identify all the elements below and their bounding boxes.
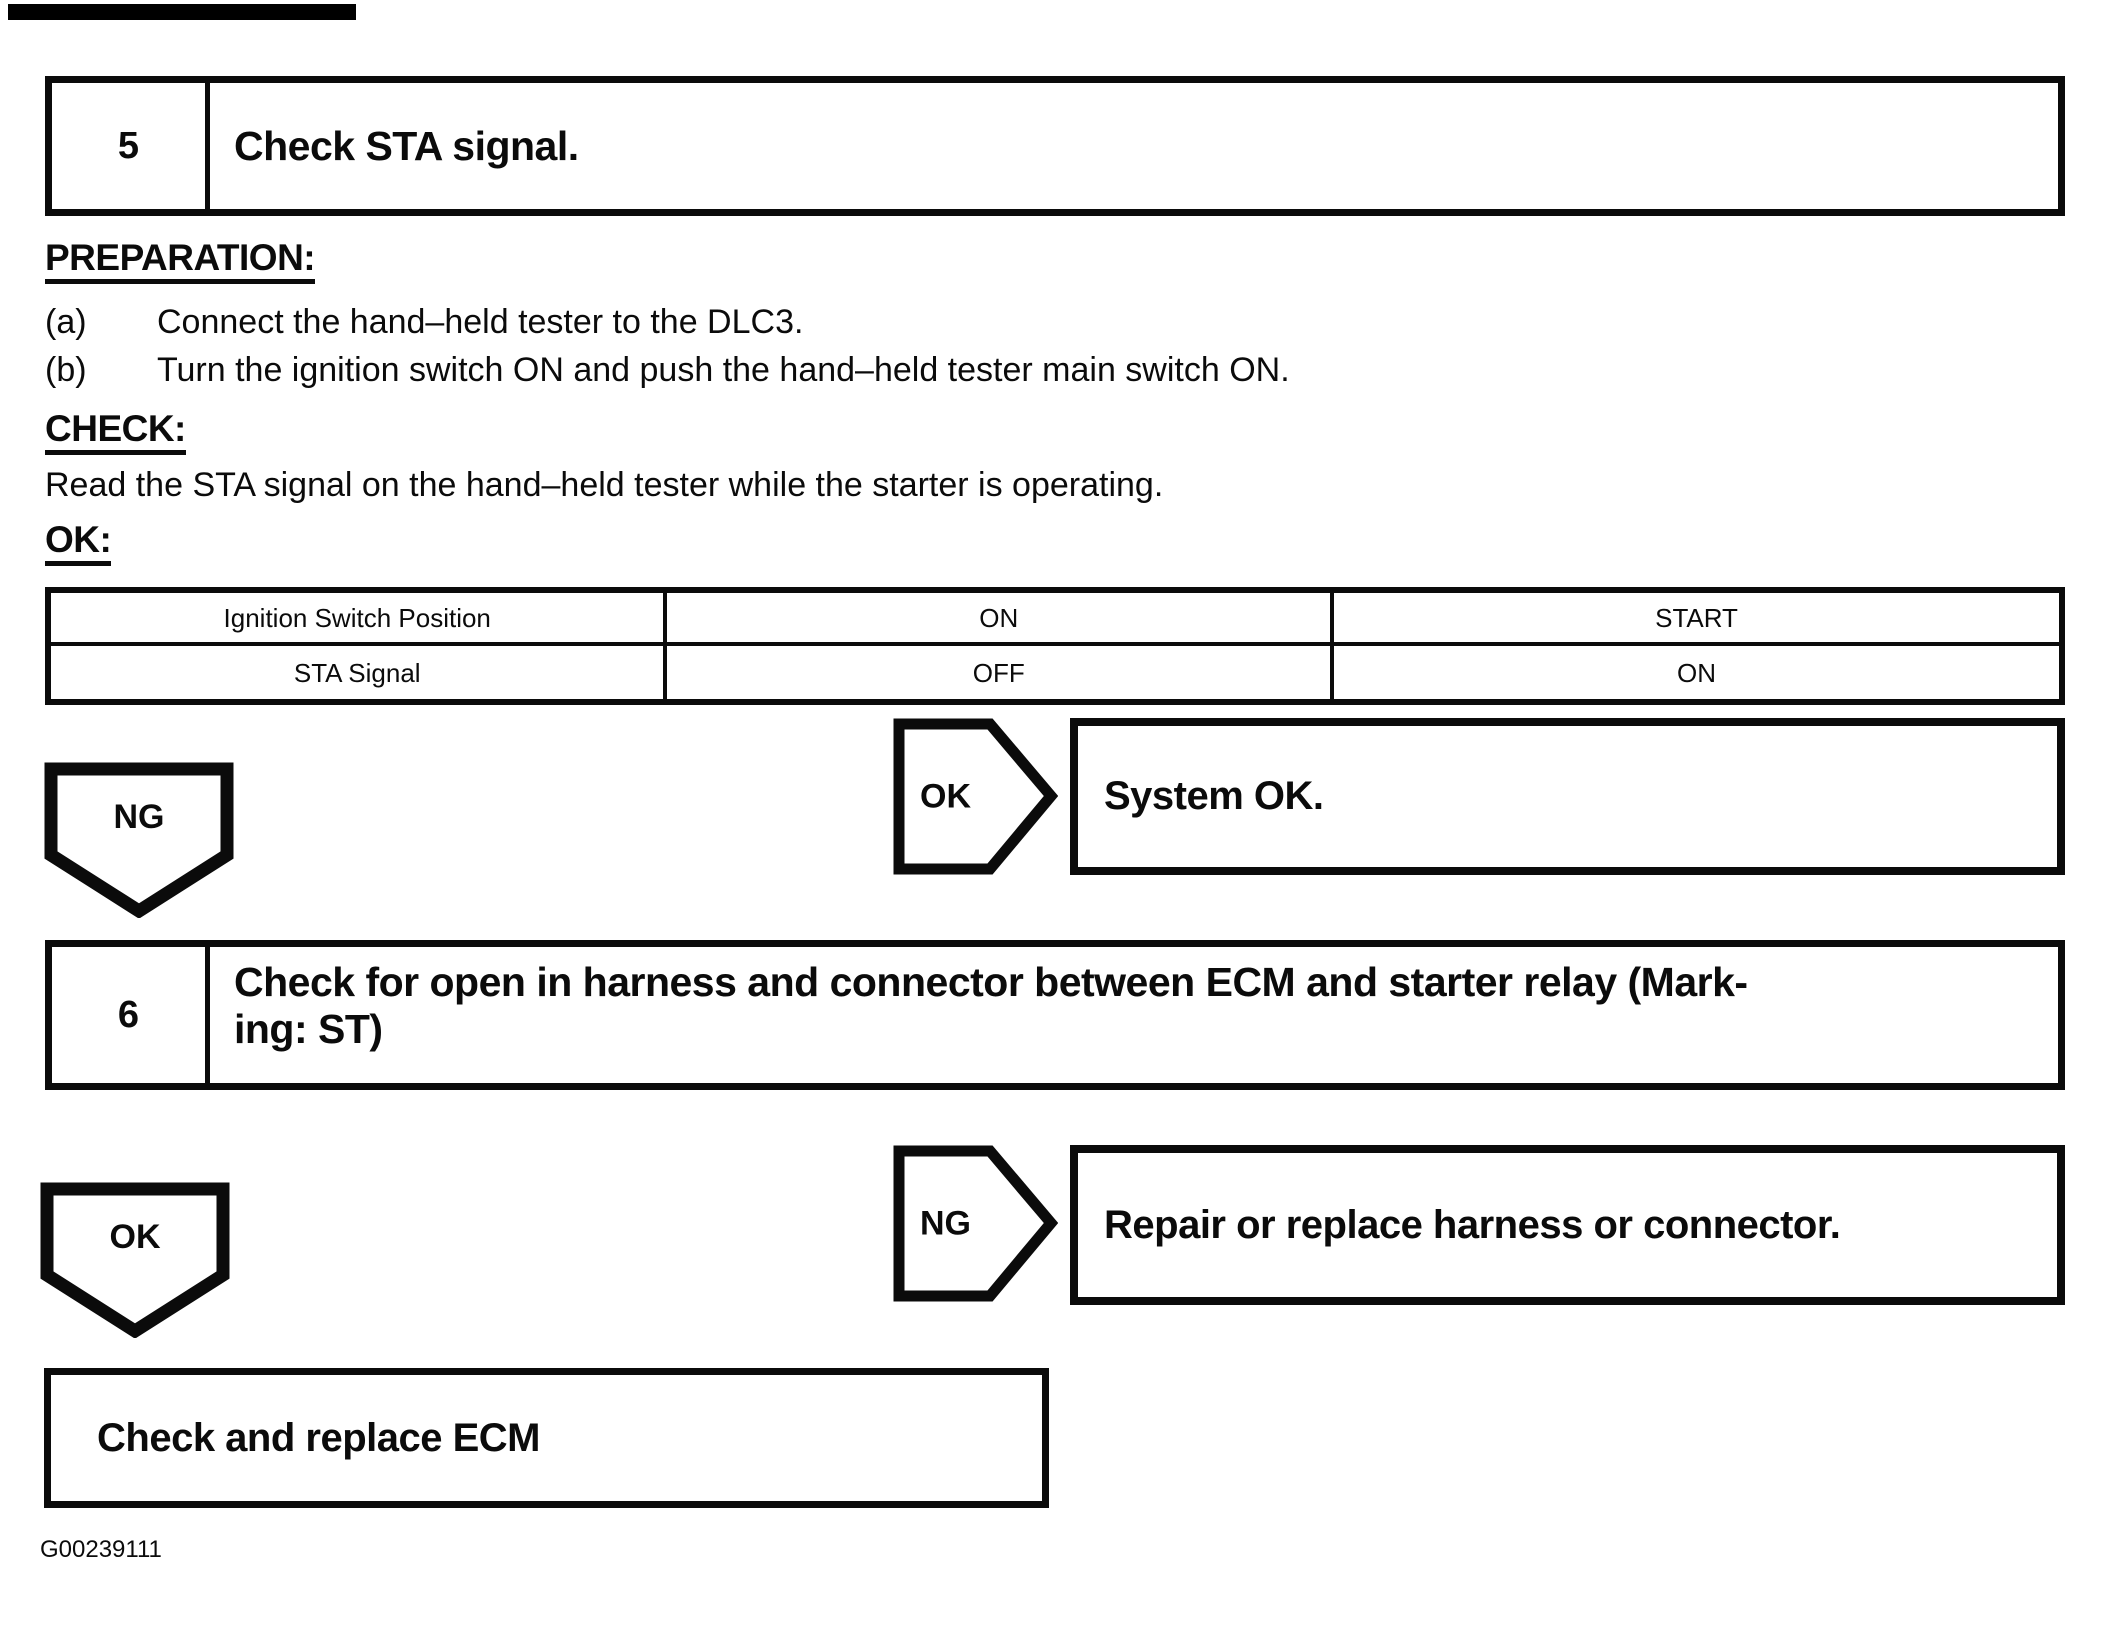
signal-table: Ignition Switch Position ON START STA Si… (45, 587, 2065, 705)
item-a-label: (a) (45, 303, 87, 341)
repair-box: Repair or replace harness or connector. (1070, 1145, 2065, 1305)
pentagon-right-icon (893, 1145, 1058, 1302)
item-b-text: Turn the ignition switch ON and push the… (157, 351, 1290, 389)
item-b-label: (b) (45, 351, 87, 389)
step-6-number: 6 (52, 947, 210, 1083)
repair-text: Repair or replace harness or connector. (1104, 1202, 1841, 1247)
ng-down-label: NG (113, 798, 165, 836)
step-6-box: 6 Check for open in harness and connecto… (45, 940, 2065, 1090)
ng-right-connector: NG (893, 1145, 1058, 1302)
step-5-title: Check STA signal. (234, 122, 579, 169)
ng-right-label: NG (920, 1204, 971, 1242)
table-cell-sta-off: OFF (667, 646, 1335, 699)
step-6-title-line1: Check for open in harness and connector … (234, 959, 1748, 1005)
check-text: Read the STA signal on the hand–held tes… (45, 466, 1164, 504)
step-6-title-line2: ing: ST) (234, 1005, 383, 1052)
step-5-box: 5 Check STA signal. (45, 76, 2065, 216)
table-cell-ignition-label: Ignition Switch Position (51, 593, 668, 646)
ok-right-label: OK (920, 777, 971, 815)
preparation-heading: PREPARATION: (45, 238, 316, 284)
pentagon-right-icon (893, 718, 1058, 875)
ok-right-connector: OK (893, 718, 1058, 875)
scan-artifact-bar (8, 4, 356, 20)
check-heading: CHECK: (45, 409, 186, 455)
table-cell-sta-on: ON (1334, 646, 2059, 699)
system-ok-text: System OK. (1104, 774, 1324, 818)
ng-down-connector: NG (44, 762, 234, 918)
item-a-text: Connect the hand–held tester to the DLC3… (157, 303, 804, 341)
table-cell-ignition-start: START (1334, 593, 2059, 646)
system-ok-box: System OK. (1070, 718, 2065, 875)
preparation-item-b: (b) Turn the ignition switch ON and push… (45, 351, 2005, 389)
pentagon-down-icon (40, 1182, 230, 1338)
ok-down-connector: OK (40, 1182, 230, 1338)
table-cell-ignition-on: ON (667, 593, 1335, 646)
replace-ecm-text: Check and replace ECM (97, 1415, 541, 1460)
ok-down-label: OK (109, 1218, 161, 1256)
replace-ecm-box: Check and replace ECM (44, 1368, 1049, 1508)
ok-heading: OK: (45, 520, 112, 566)
table-cell-sta-label: STA Signal (51, 646, 668, 699)
preparation-item-a: (a) Connect the hand–held tester to the … (45, 303, 2005, 341)
figure-id: G00239111 (40, 1536, 162, 1563)
pentagon-down-icon (44, 762, 234, 918)
step-5-number: 5 (52, 83, 210, 209)
